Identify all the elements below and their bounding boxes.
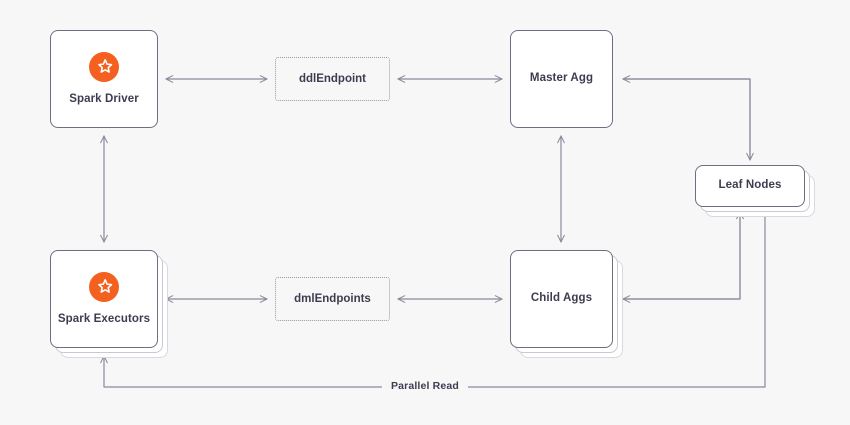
node-spark-executors[interactable]: Spark Executors xyxy=(50,250,158,348)
node-child-aggs[interactable]: Child Aggs xyxy=(510,250,613,348)
wire-label-parallel-read: Parallel Read xyxy=(382,380,468,392)
wire-leaf-to-child xyxy=(622,211,741,303)
node-label-master-agg: Master Agg xyxy=(529,72,594,85)
node-label-child-aggs: Child Aggs xyxy=(530,292,593,305)
chip-dml-endpoints[interactable]: dmlEndpoints xyxy=(275,277,390,321)
wire-child-to-leaf xyxy=(622,211,744,300)
wire-leaf-to-master xyxy=(622,75,751,161)
node-leaf-nodes[interactable]: Leaf Nodes xyxy=(695,165,805,207)
chip-ddl-endpoint[interactable]: ddlEndpoint xyxy=(275,57,390,101)
chip-label-ddl-endpoint: ddlEndpoint xyxy=(298,73,367,85)
chip-label-dml-endpoints: dmlEndpoints xyxy=(294,293,371,305)
node-label-spark-driver: Spark Driver xyxy=(69,92,139,105)
node-spark-driver[interactable]: Spark Driver xyxy=(50,30,158,128)
node-label-leaf-nodes: Leaf Nodes xyxy=(718,179,782,192)
node-master-agg[interactable]: Master Agg xyxy=(510,30,613,128)
node-label-spark-executors: Spark Executors xyxy=(57,312,151,325)
singlestore-spark-logo xyxy=(89,271,119,302)
singlestore-spark-logo xyxy=(89,51,119,82)
wire-parallel-read xyxy=(100,211,766,388)
wire-master-to-leaf xyxy=(622,78,754,161)
